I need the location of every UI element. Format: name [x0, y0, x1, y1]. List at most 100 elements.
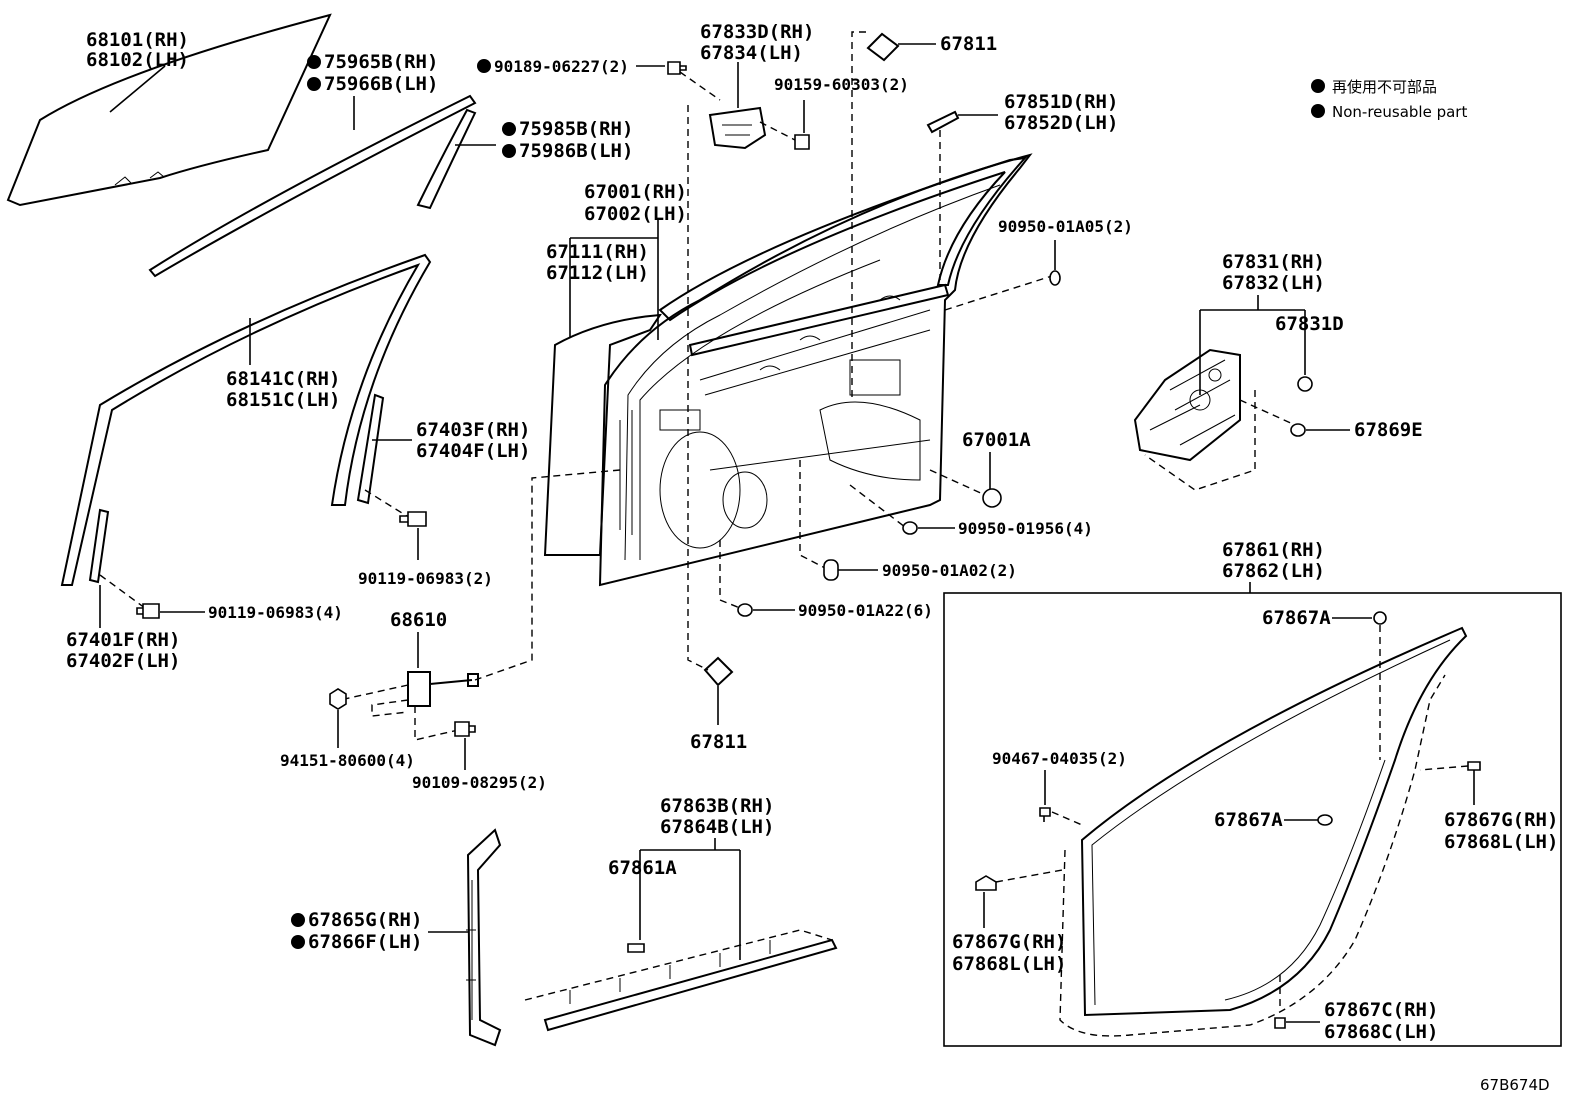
grommet-icon: [902, 521, 918, 535]
door-check: [407, 671, 479, 707]
legend: 再使用不可部品 Non-reusable part: [1311, 78, 1467, 121]
clip-icon: [627, 943, 645, 953]
nut-icon: [329, 688, 347, 710]
label-67867a-2: 67867A: [1214, 809, 1283, 831]
outer-weatherstrip: [148, 94, 477, 278]
non-reusable-dot-icon: [291, 935, 305, 949]
screw-icon: [667, 61, 687, 75]
label-67862: 67862(LH): [1222, 560, 1325, 582]
label-67811-top: 67811: [940, 33, 997, 55]
door-lock: [1133, 348, 1241, 462]
label-90950-a02: 90950-01A02(2): [882, 561, 1017, 580]
label-67112: 67112(LH): [546, 262, 649, 284]
bolt-icon: [1297, 376, 1313, 392]
clip-icon: [1274, 1017, 1286, 1029]
non-reusable-dot-icon: [502, 122, 516, 136]
clip-icon: [975, 875, 997, 891]
label-68141c: 68141C(RH): [226, 368, 340, 390]
label-67868l-left: 67868L(LH): [952, 953, 1066, 975]
non-reusable-dot-icon: [477, 59, 491, 73]
label-67861: 67861(RH): [1222, 539, 1325, 561]
non-reusable-dot-icon: [1311, 104, 1325, 118]
label-90109: 90109-08295(2): [412, 773, 547, 792]
non-reusable-dot-icon: [307, 55, 321, 69]
front-seal: [466, 828, 502, 1047]
label-67867a-1: 67867A: [1262, 607, 1331, 629]
label-90189: 90189-06227(2): [494, 57, 629, 76]
label-68610: 68610: [390, 609, 447, 631]
label-75965b: 75965B(RH): [324, 51, 438, 73]
label-67001: 67001(RH): [584, 181, 687, 203]
bolt-icon: [454, 721, 476, 737]
grommet-icon: [1049, 270, 1061, 286]
label-67868c: 67868C(LH): [1324, 1021, 1438, 1043]
label-67111: 67111(RH): [546, 241, 649, 263]
rear-channel: [356, 393, 385, 505]
door-weatherstrip: [1059, 626, 1468, 1037]
label-67861a: 67861A: [608, 857, 677, 879]
label-67852d: 67852D(LH): [1004, 112, 1118, 134]
label-67401f: 67401F(RH): [66, 629, 180, 651]
label-67403f: 67403F(RH): [416, 419, 530, 441]
screw-icon: [1039, 807, 1051, 822]
pad-top: [866, 32, 900, 62]
door-sash: [658, 156, 1028, 322]
label-67863b: 67863B(RH): [660, 795, 774, 817]
weatherstrip-box: [943, 592, 1562, 1047]
label-75986b: 75986B(LH): [519, 140, 633, 162]
label-67867c: 67867C(RH): [1324, 999, 1438, 1021]
label-68102: 68102(LH): [86, 49, 189, 71]
plug-icon: [982, 488, 1002, 508]
label-90950-a22: 90950-01A22(6): [798, 601, 933, 620]
label-67402f: 67402F(LH): [66, 650, 180, 672]
label-67833d: 67833D(RH): [700, 21, 814, 43]
label-67002: 67002(LH): [584, 203, 687, 225]
corner-weatherstrip: [416, 108, 477, 210]
label-68151c: 68151C(LH): [226, 389, 340, 411]
label-67404f: 67404F(LH): [416, 440, 530, 462]
label-90950-1956: 90950-01956(4): [958, 519, 1093, 538]
label-90119b: 90119-06983(4): [208, 603, 343, 622]
door-glass: [6, 13, 332, 207]
label-90950-a05: 90950-01A05(2): [998, 217, 1133, 236]
clip-upper: [926, 110, 960, 134]
label-67851d: 67851D(RH): [1004, 91, 1118, 113]
legend-jp: 再使用不可部品: [1332, 78, 1437, 96]
label-75985b: 75985B(RH): [519, 118, 633, 140]
label-67834: 67834(LH): [700, 42, 803, 64]
label-67864b: 67864B(LH): [660, 816, 774, 838]
bolt-icon: [794, 134, 810, 150]
frame-molding: [60, 253, 432, 586]
figure-code: 67B674D: [1480, 1076, 1550, 1094]
pad-bottom: [703, 656, 734, 687]
label-67866f: 67866F(LH): [308, 931, 422, 953]
label-67832: 67832(LH): [1222, 272, 1325, 294]
label-94151: 94151-80600(4): [280, 751, 415, 770]
label-67867g-left: 67867G(RH): [952, 931, 1066, 953]
label-67001a: 67001A: [962, 429, 1031, 451]
bolt-icon: [399, 511, 427, 527]
door-trim-outline: [543, 313, 662, 556]
label-67831: 67831(RH): [1222, 251, 1325, 273]
bolt-icon: [136, 603, 160, 619]
label-67868l-right: 67868L(LH): [1444, 831, 1558, 853]
label-90467: 90467-04035(2): [992, 749, 1127, 768]
lower-weatherstrip: [543, 938, 838, 1032]
label-75966b: 75966B(LH): [324, 73, 438, 95]
clip-icon: [1373, 611, 1387, 625]
clip-icon: [1317, 814, 1333, 826]
belt-molding: [688, 283, 950, 357]
non-reusable-dot-icon: [502, 144, 516, 158]
clip-icon: [1467, 761, 1481, 771]
non-reusable-dot-icon: [1311, 79, 1325, 93]
front-channel: [88, 508, 110, 584]
label-67867g-right: 67867G(RH): [1444, 809, 1558, 831]
grommet-icon: [1290, 423, 1306, 437]
legend-en: Non-reusable part: [1332, 103, 1467, 121]
label-90119a: 90119-06983(2): [358, 569, 493, 588]
non-reusable-dot-icon: [307, 77, 321, 91]
hinge-bracket: [708, 106, 767, 150]
label-67811-bot: 67811: [690, 731, 747, 753]
label-68101: 68101(RH): [86, 29, 189, 51]
